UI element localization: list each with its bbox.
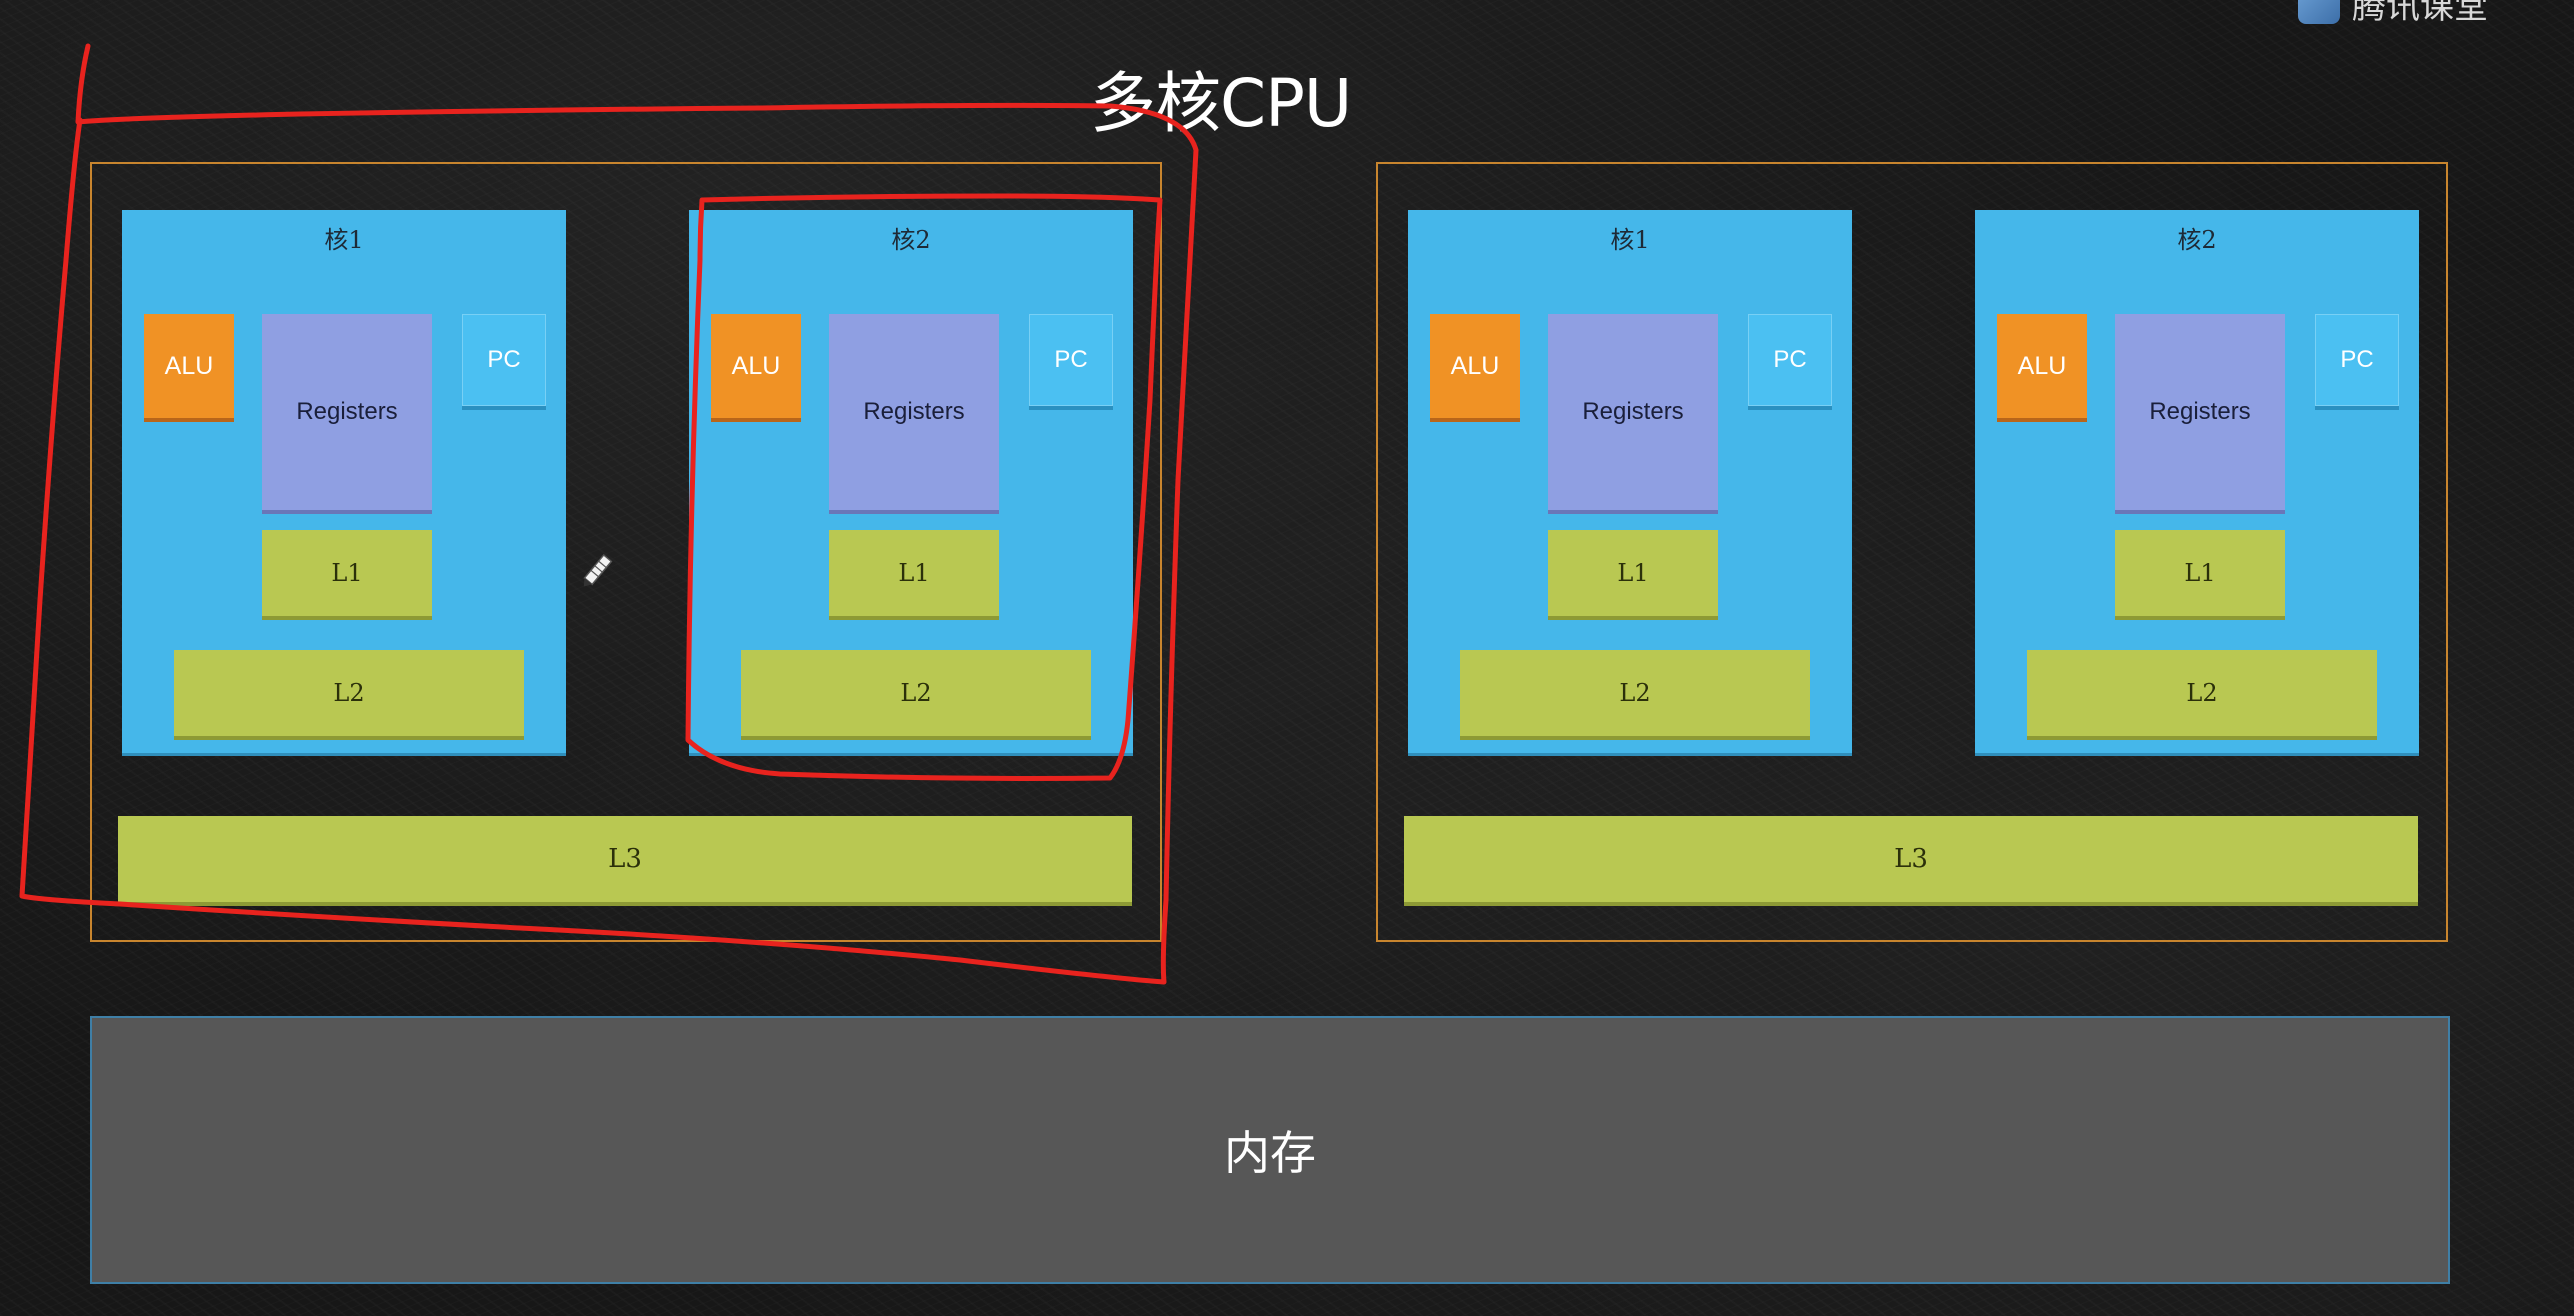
pen-cursor-icon [583,553,613,587]
alu-block: ALU [711,314,801,422]
l2-cache: L2 [1460,650,1810,740]
cpu2-core-2: 核2 ALU Registers PC L1 L2 [1975,210,2419,756]
tencent-classroom-logo: 腾讯课堂 [2298,0,2488,28]
l1-cache: L1 [1548,530,1718,620]
pc-block: PC [1029,314,1113,410]
main-memory: 内存 [90,1016,2450,1284]
cpu2-core-1: 核1 ALU Registers PC L1 L2 [1408,210,1852,756]
cpu-package-1: 核1 ALU Registers PC L1 L2 核2 ALU Registe… [90,162,1162,942]
l1-cache: L1 [829,530,999,620]
core-label: 核2 [2177,226,2217,254]
core-label: 核1 [1610,226,1650,254]
pc-block: PC [462,314,546,410]
cpu-package-2: 核1 ALU Registers PC L1 L2 核2 ALU Registe… [1376,162,2448,942]
alu-block: ALU [1430,314,1520,422]
l3-cache: L3 [1404,816,2418,906]
registers-block: Registers [2115,314,2285,514]
l2-cache: L2 [2027,650,2377,740]
registers-block: Registers [829,314,999,514]
alu-block: ALU [144,314,234,422]
pc-block: PC [2315,314,2399,410]
l3-cache: L3 [118,816,1132,906]
l1-cache: L1 [262,530,432,620]
l2-cache: L2 [741,650,1091,740]
pc-block: PC [1748,314,1832,410]
cpu1-core-2: 核2 ALU Registers PC L1 L2 [689,210,1133,756]
core-label: 核2 [891,226,931,254]
slide-title: 多核CPU [1090,65,1352,142]
registers-block: Registers [1548,314,1718,514]
cpu1-core-1: 核1 ALU Registers PC L1 L2 [122,210,566,756]
logo-text: 腾讯课堂 [2352,0,2488,27]
registers-block: Registers [262,314,432,514]
l1-cache: L1 [2115,530,2285,620]
core-label: 核1 [324,226,364,254]
l2-cache: L2 [174,650,524,740]
alu-block: ALU [1997,314,2087,422]
logo-icon [2298,0,2340,24]
